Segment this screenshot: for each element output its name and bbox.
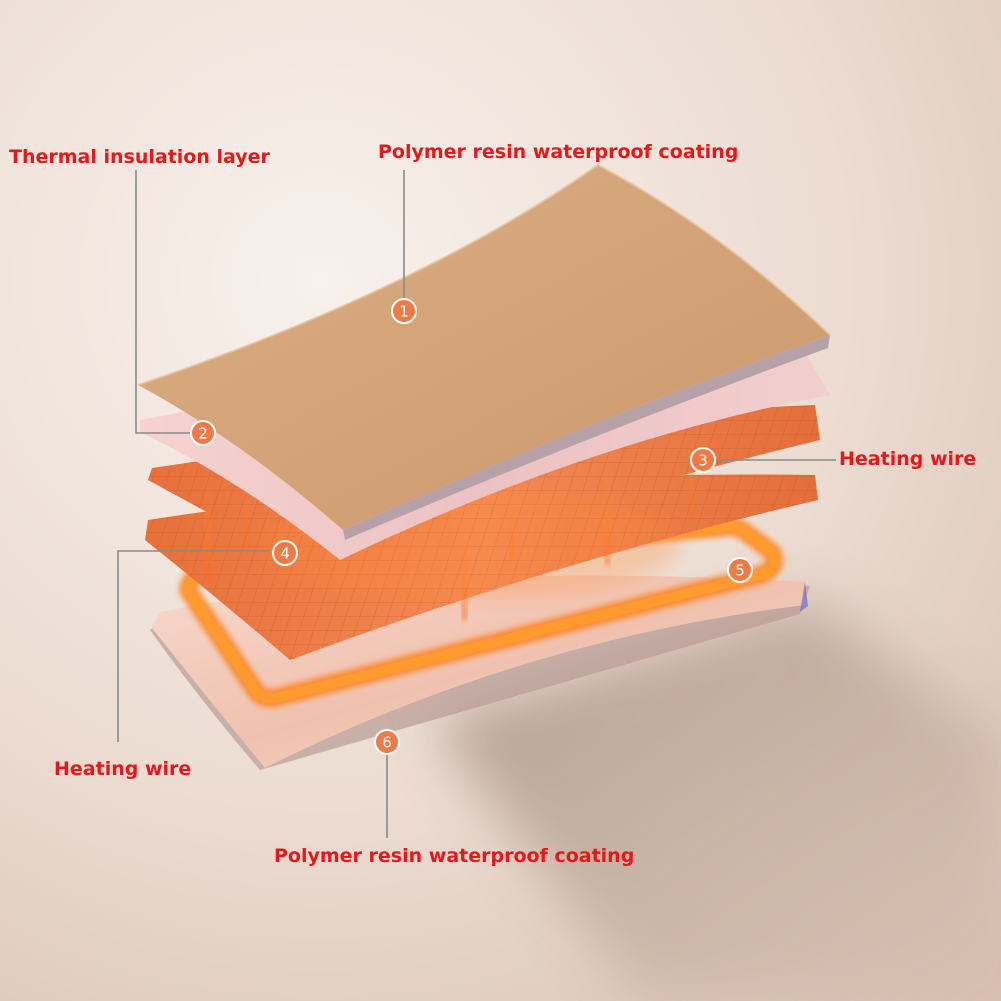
callout-label-6: Polymer resin waterproof coating [274,845,635,867]
marker-6-number: 6 [382,734,392,752]
marker-2: 2 [190,420,216,446]
marker-6: 6 [374,729,400,755]
marker-2-number: 2 [198,425,208,443]
marker-4: 4 [272,540,298,566]
marker-5-number: 5 [735,562,745,580]
callout-label-1: Polymer resin waterproof coating [378,141,739,163]
leader-line-4 [117,550,270,742]
top-coating-layer [137,163,831,540]
marker-4-number: 4 [280,545,290,563]
cast-shadow [430,600,1001,1001]
marker-1: 1 [391,298,417,324]
marker-5: 5 [727,557,753,583]
marker-3: 3 [690,447,716,473]
callout-label-2: Thermal insulation layer [9,146,270,168]
marker-1-number: 1 [399,303,409,321]
leader-line-2 [135,170,190,434]
leader-lines [117,170,836,838]
callout-label-4: Heating wire [54,758,192,780]
callout-label-3: Heating wire [839,448,977,470]
heating-wire-loop [179,517,784,708]
marker-3-number: 3 [698,452,708,470]
